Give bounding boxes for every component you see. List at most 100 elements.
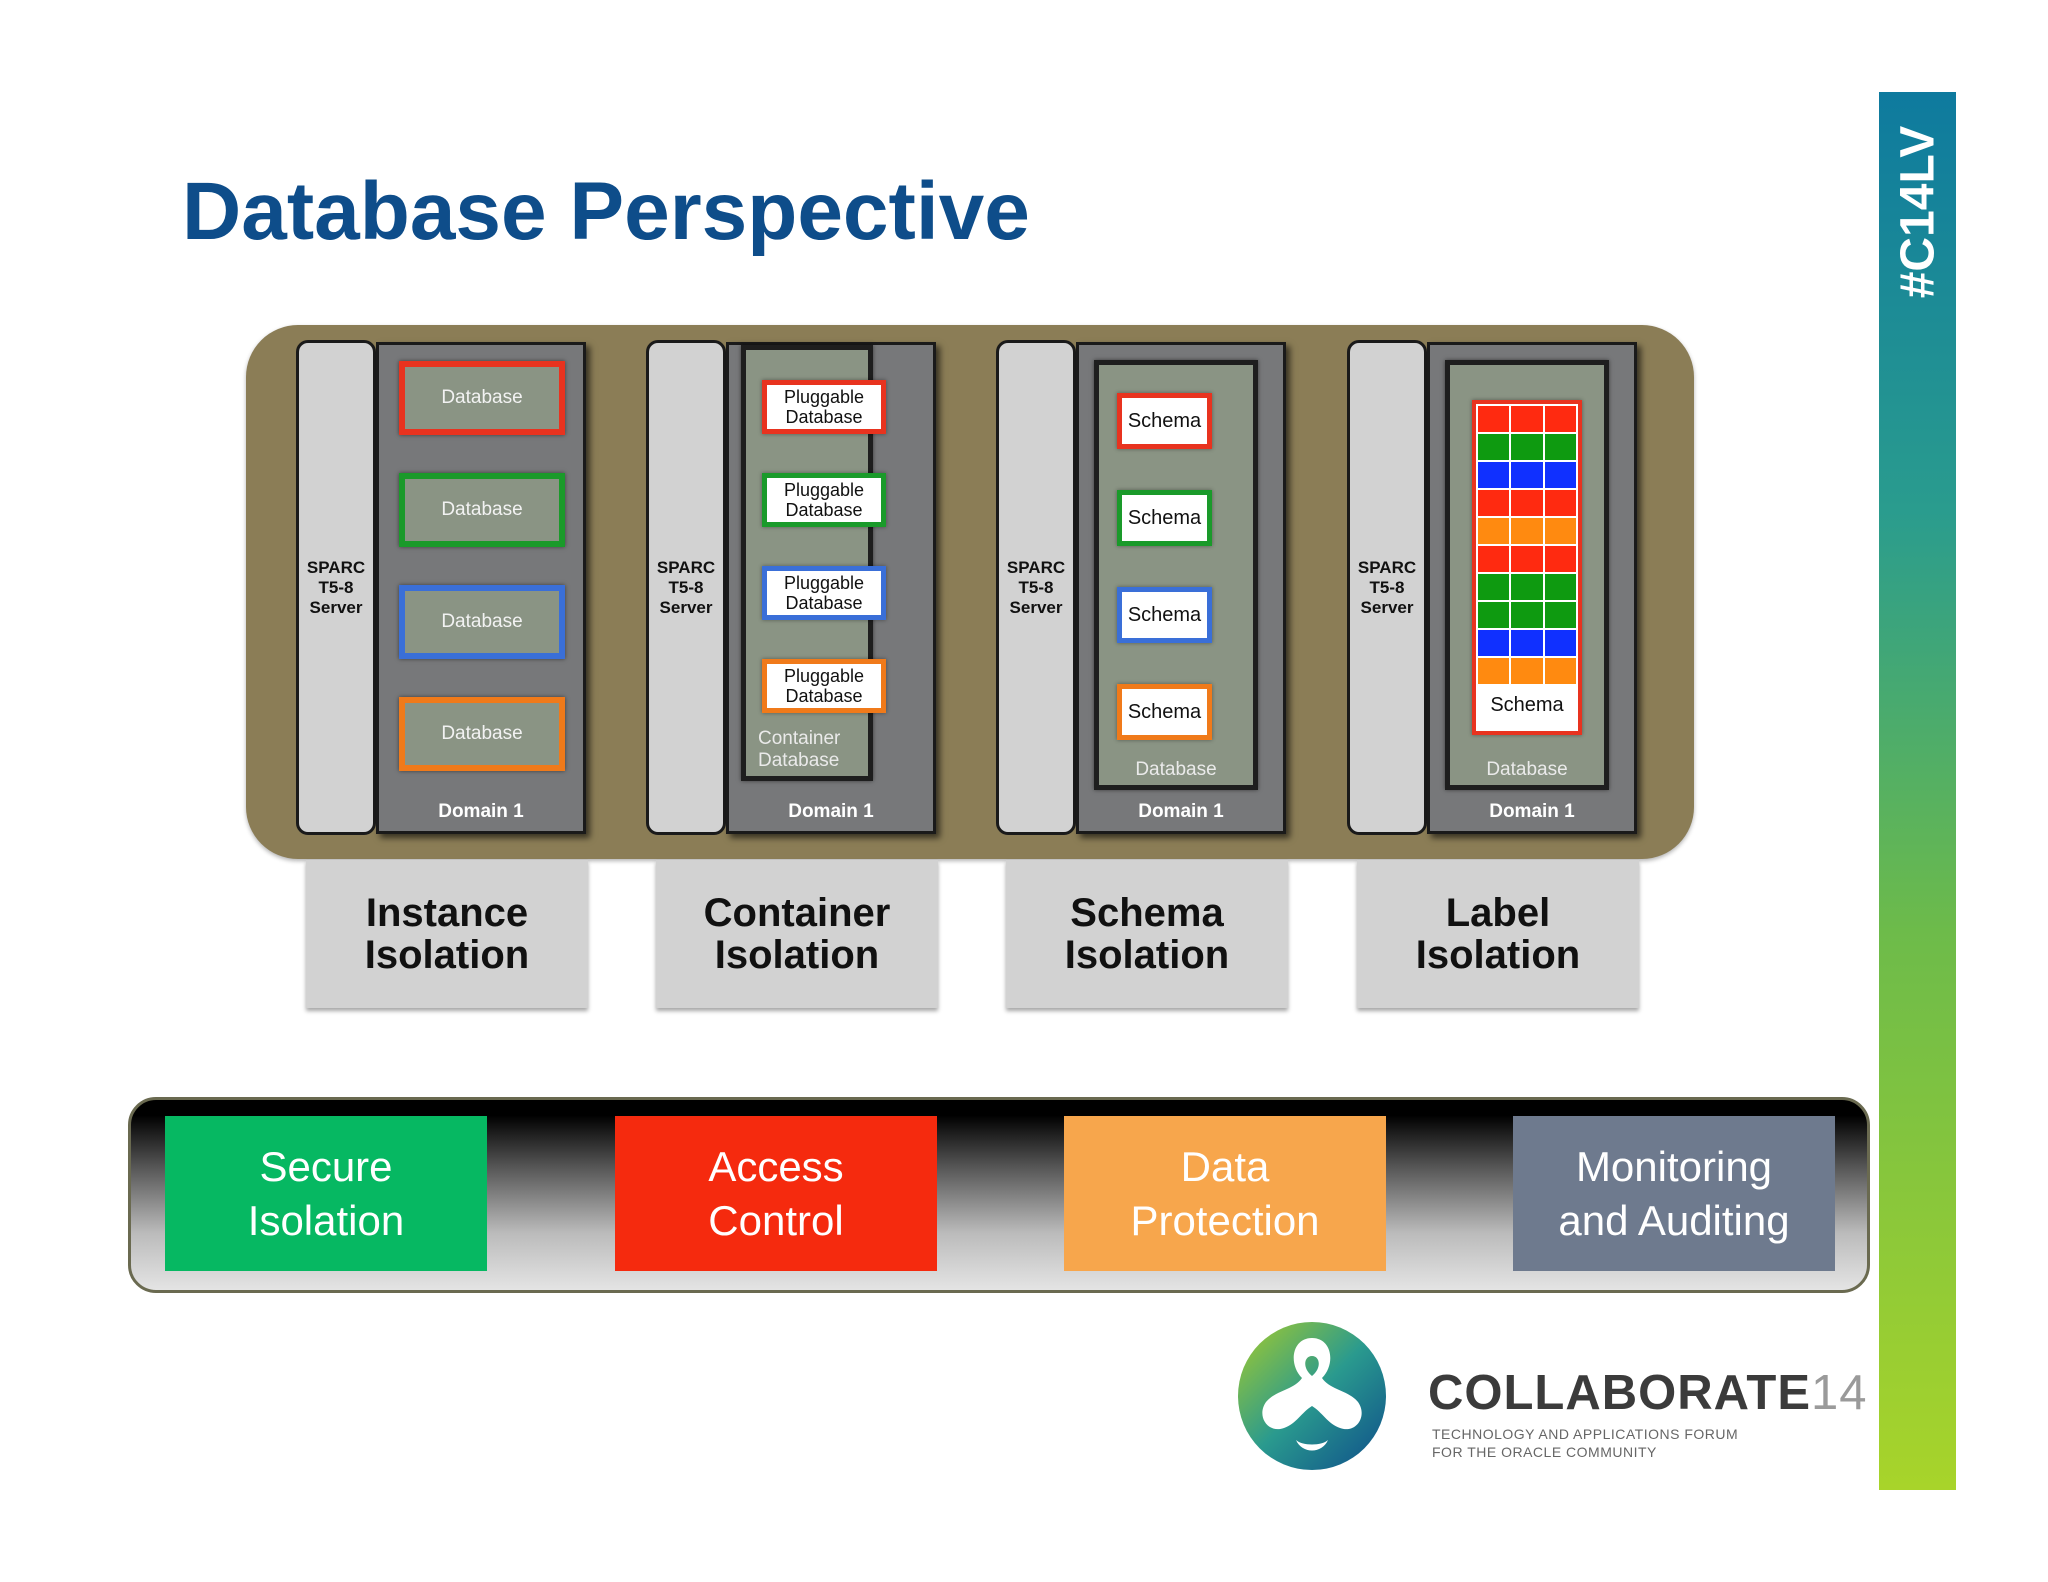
server-label-line: Server (1360, 597, 1414, 617)
schema-box: Schema (1117, 490, 1212, 546)
domain-label: Domain 1 (438, 801, 524, 822)
schema-label: Schema (1490, 694, 1564, 716)
labeled-schema-grid: Schema (1472, 400, 1582, 735)
server-label-line: Server (1009, 597, 1063, 617)
label-row (1478, 406, 1576, 432)
label-cell (1544, 406, 1576, 432)
label-row (1478, 518, 1576, 544)
label-cell (1544, 546, 1576, 572)
caption-line: Container (703, 891, 891, 935)
sparc-server-2: SPARC T5-8 Server (646, 340, 726, 835)
label-cell (1544, 658, 1576, 684)
label-row (1478, 434, 1576, 460)
label-row (1478, 658, 1576, 684)
label-cell (1511, 518, 1543, 544)
caption-line: Isolation (714, 933, 880, 977)
caption-line: Schema (1070, 891, 1224, 935)
page-title: Database Perspective (182, 166, 1030, 257)
label-cell (1544, 574, 1576, 600)
database-box: Database (399, 585, 565, 659)
domain-1-label: Schema Database Domain 1 (1427, 342, 1637, 834)
label-cell (1544, 518, 1576, 544)
label-isolation-caption: Label Isolation (1357, 860, 1639, 1008)
server-label-line: SPARC (1357, 557, 1417, 577)
label-cell (1478, 490, 1510, 516)
label-cell (1478, 630, 1510, 656)
label-cell (1478, 574, 1510, 600)
brand-wordmark: COLLABORATE14 (1428, 1365, 1868, 1421)
schema-isolation-caption: Schema Isolation (1006, 860, 1288, 1008)
label-cell (1544, 602, 1576, 628)
label-cell (1478, 406, 1510, 432)
label-row (1478, 602, 1576, 628)
brand-name: COLLABORATE (1428, 1366, 1811, 1420)
brand-tagline: TECHNOLOGY AND APPLICATIONS FORUM FOR TH… (1432, 1426, 1739, 1460)
server-label-line: T5-8 (318, 577, 354, 597)
label-cell (1478, 602, 1510, 628)
label-row (1478, 490, 1576, 516)
server-label-line: T5-8 (1018, 577, 1054, 597)
database-label: Database (1486, 759, 1568, 780)
schema-box: Schema (1117, 587, 1212, 643)
label-cell (1544, 490, 1576, 516)
label-cell (1511, 434, 1543, 460)
label-cell (1478, 518, 1510, 544)
caption-line: Isolation (1064, 933, 1230, 977)
database-label: Database (1135, 759, 1217, 780)
label-cell (1511, 546, 1543, 572)
sparc-server-4: SPARC T5-8 Server (1347, 340, 1427, 835)
container-isolation-caption: Container Isolation (656, 860, 938, 1008)
server-label-line: Server (659, 597, 713, 617)
label-row (1478, 630, 1576, 656)
server-label-line: Server (309, 597, 363, 617)
database-box: Database (399, 697, 565, 771)
caption-line: Label (1445, 891, 1551, 935)
domain-1-instance: Database Database Database Database Doma… (376, 342, 586, 834)
domain-label: Domain 1 (1138, 801, 1224, 822)
server-label-line: SPARC (306, 557, 366, 577)
caption-line: Instance (365, 891, 529, 935)
label-row (1478, 546, 1576, 572)
label-cell (1478, 434, 1510, 460)
schema-box: Schema (1117, 684, 1212, 740)
database-box: Database (399, 361, 565, 435)
caption-line: Isolation (364, 933, 530, 977)
label-cell (1511, 574, 1543, 600)
label-row (1478, 574, 1576, 600)
domain-label: Domain 1 (1489, 801, 1575, 822)
label-cell (1544, 434, 1576, 460)
label-cell (1544, 630, 1576, 656)
label-cell (1511, 658, 1543, 684)
server-label-line: T5-8 (668, 577, 704, 597)
caption-line: Isolation (1415, 933, 1581, 977)
server-label-line: T5-8 (1369, 577, 1405, 597)
label-cell (1511, 462, 1543, 488)
event-hashtag-bar: #C14LV (1879, 92, 1956, 1490)
label-cell (1511, 490, 1543, 516)
brand-number: 14 (1811, 1366, 1868, 1420)
label-cell (1511, 406, 1543, 432)
sparc-server-1: SPARC T5-8 Server (296, 340, 376, 835)
label-row (1478, 462, 1576, 488)
schema-box: Schema (1117, 393, 1212, 449)
sparc-server-3: SPARC T5-8 Server (996, 340, 1076, 835)
label-cell (1478, 546, 1510, 572)
label-cell (1478, 658, 1510, 684)
instance-isolation-caption: Instance Isolation (306, 860, 588, 1008)
domain-1-schema: Schema Schema Schema Schema Database Dom… (1076, 342, 1286, 834)
label-cell (1544, 462, 1576, 488)
collaborate-logo-icon (1236, 1320, 1388, 1472)
schema-database: Schema Schema Schema Schema Database (1094, 360, 1258, 790)
label-database: Schema Database (1445, 360, 1609, 790)
domain-label: Domain 1 (788, 801, 874, 822)
server-label-line: SPARC (1006, 557, 1066, 577)
